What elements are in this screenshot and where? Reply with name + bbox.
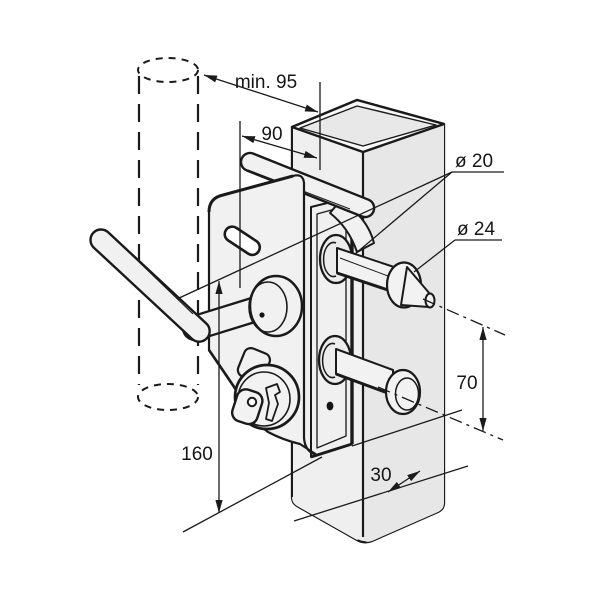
upper-bolt-leader [354,171,453,255]
post-top-inner-lip [299,105,437,147]
dead-bolt-shaft-shadow [335,372,394,397]
dim-upper-bolt-diameter: ø 20 [176,151,504,300]
dim-lower-bolt-diameter: ø 24 [413,219,502,273]
latch-bolt-shaft-line [339,257,397,280]
dimensions: min. 95 90 ø 20 ø 24 70 160 [176,72,504,533]
dim-handle-to-bottom: 160 [181,281,323,533]
upper-bolt-centerline [422,298,506,336]
case-slot [223,225,262,257]
handle-to-bottom-label: 160 [181,444,213,465]
dead-bolt-cap [384,368,422,416]
handle-hub-screw [259,312,265,318]
min-clearance-dim-line [203,74,319,113]
backset-label: 90 [261,124,282,145]
latch-bolt [318,233,436,309]
round-post-top-ellipse [137,57,199,83]
centerlines [377,298,506,441]
lower-bolt-diameter-label: ø 24 [457,219,495,240]
profile-depth-dim-line [387,470,421,493]
handle-hub [248,274,304,338]
profile-depth-ext-upper [351,409,463,447]
dead-bolt [317,334,422,416]
dim-profile-depth: 30 [293,409,469,522]
handle-grip-line [108,232,194,315]
lower-bolt-centerline [377,386,504,441]
upper-bolt-construction-line [176,171,453,300]
lower-bolt-leader [413,239,456,273]
plate-screw-hole [326,401,334,411]
key-head-hole [246,396,258,408]
bolt-spacing-label: 70 [456,373,477,394]
handle-grip [89,228,211,343]
dim-bolt-spacing: 70 [456,327,487,431]
profile-depth-label: 30 [370,465,391,486]
profile-depth-ext-lower [293,465,469,522]
round-post-bottom-ellipse [137,383,199,411]
latch-bolt-collar-inner [322,241,337,278]
post-right-face [363,124,444,542]
key-cylinder [230,363,301,431]
min-clearance-label: min. 95 [235,72,297,93]
dim-min-clearance: min. 95 [203,72,321,170]
dead-bolt-collar-inner [321,342,336,379]
bottom-reference-line [182,456,323,533]
dim-backset: 90 [239,121,318,288]
case-top-edge [207,174,294,213]
handle-hub-flange [248,281,288,333]
upper-bolt-diameter-label: ø 20 [455,151,493,172]
backset-dim-line [241,135,318,159]
key-bit [265,383,281,422]
